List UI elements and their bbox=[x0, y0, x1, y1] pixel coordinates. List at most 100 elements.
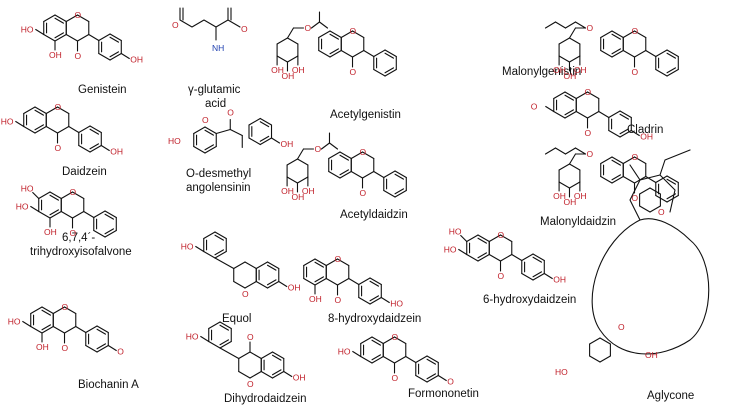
6hydroxy-structure: O O OH HO HO bbox=[444, 227, 566, 285]
atom-label: OH bbox=[574, 191, 587, 201]
atom-label: HO bbox=[8, 317, 21, 327]
atom-label: OH bbox=[553, 191, 566, 201]
atom-label: HO bbox=[181, 242, 194, 252]
atom-label: OH bbox=[130, 55, 143, 65]
atom-label: HO bbox=[168, 136, 181, 146]
formononetin-structure: O O O HO bbox=[338, 332, 455, 387]
atom-label: HO bbox=[21, 25, 34, 35]
atom-label: HO bbox=[186, 332, 199, 342]
atom-label: HO bbox=[555, 367, 568, 377]
atom-label: O bbox=[62, 302, 69, 312]
thio-structure: O O HO OH HO bbox=[16, 184, 117, 238]
label-genistein: Genistein bbox=[78, 84, 127, 96]
atom-label: O bbox=[632, 193, 639, 203]
label-formononetin: Formononetin bbox=[408, 388, 479, 400]
genistein-structure: O O OH HO OH bbox=[21, 10, 143, 65]
atom-label: OH bbox=[281, 71, 294, 81]
atom-label: O bbox=[392, 332, 399, 342]
atom-label: O bbox=[658, 207, 665, 217]
atom-label: O bbox=[586, 149, 593, 159]
atom-label: O bbox=[335, 254, 342, 264]
atom-label: O bbox=[498, 230, 505, 240]
atom-label: OH bbox=[553, 275, 566, 285]
atom-label: OH bbox=[281, 139, 294, 149]
atom-label: O bbox=[242, 289, 249, 299]
atom-label: HO bbox=[338, 347, 351, 357]
label-thio-1: 6,7,4´- bbox=[62, 232, 95, 244]
equol-structure: HO O OH bbox=[181, 231, 301, 299]
atom-label: OH bbox=[553, 65, 566, 75]
atom-label: O bbox=[447, 377, 454, 387]
label-acetylgenistin: Acetylgenistin bbox=[330, 109, 401, 121]
atom-label: OH bbox=[563, 197, 576, 207]
label-aglycone: Aglycone bbox=[647, 390, 694, 402]
atom-label: OH bbox=[302, 186, 315, 196]
atom-label: OH bbox=[49, 50, 62, 60]
atom-label: O bbox=[585, 128, 592, 138]
svg-text:O: O bbox=[241, 24, 248, 34]
atom-label: O bbox=[55, 102, 62, 112]
label-8hydroxy: 8-hydroxydaidzein bbox=[328, 313, 421, 325]
atom-label: O bbox=[75, 51, 82, 61]
atom-label: O bbox=[247, 379, 254, 389]
atom-label: OH bbox=[110, 147, 123, 157]
label-dihydrodaidzein: Dihydrodaidzein bbox=[224, 393, 306, 405]
atom-label: O bbox=[350, 26, 357, 36]
label-thio-2: trihydroxyisofalvone bbox=[30, 246, 132, 258]
atom-label: O bbox=[531, 102, 538, 112]
atom-label: O bbox=[70, 187, 77, 197]
atom-label: O bbox=[618, 322, 625, 332]
atom-label: HO bbox=[444, 245, 457, 255]
atom-label: O bbox=[117, 347, 124, 357]
atom-label: OH bbox=[36, 342, 49, 352]
atom-label: HO bbox=[449, 227, 462, 237]
atom-label: O bbox=[392, 373, 399, 383]
atom-label: O bbox=[498, 271, 505, 281]
atom-label: O bbox=[632, 67, 639, 77]
atom-label: O bbox=[75, 10, 82, 20]
atom-label: HO bbox=[16, 202, 29, 212]
atom-label: O bbox=[585, 87, 592, 97]
svg-text:NH: NH bbox=[212, 43, 224, 53]
atom-label: O bbox=[62, 343, 69, 353]
atom-label: O bbox=[632, 26, 639, 36]
atom-label: O bbox=[70, 228, 77, 238]
atom-label: OH bbox=[288, 283, 301, 293]
atom-label: O bbox=[247, 332, 254, 342]
atom-label: OH bbox=[292, 65, 305, 75]
label-glutamic-1: γ-glutamic bbox=[188, 84, 241, 96]
atom-label: OH bbox=[281, 186, 294, 196]
label-odma-1: O-desmethyl bbox=[186, 168, 251, 180]
label-odma-2: angolensinin bbox=[186, 182, 251, 194]
biochanin-structure: O O O HO OH bbox=[8, 302, 125, 357]
atom-label: OH bbox=[293, 373, 306, 383]
atom-label: O bbox=[55, 143, 62, 153]
glutamic-structure: O O NH bbox=[172, 7, 248, 53]
label-biochanin: Biochanin A bbox=[78, 379, 139, 391]
atom-label: OH bbox=[645, 350, 658, 360]
label-malonyldaidzin: Malonyldaidzin bbox=[540, 216, 616, 228]
atom-label: O bbox=[586, 23, 593, 33]
atom-label: HO bbox=[21, 184, 34, 194]
label-malonylgenistin: Malonylgenistin bbox=[502, 66, 581, 78]
atom-label: HO bbox=[1, 117, 14, 127]
label-daidzein: Daidzein bbox=[62, 166, 107, 178]
atom-label: HO bbox=[390, 299, 403, 309]
atom-label: O bbox=[350, 67, 357, 77]
atom-label: OH bbox=[44, 227, 57, 237]
atom-label: O bbox=[335, 295, 342, 305]
atom-label: OH bbox=[271, 65, 284, 75]
label-6hydroxy: 6-hydroxydaidzein bbox=[483, 294, 576, 306]
daidzein-structure: O O OH HO bbox=[1, 102, 123, 157]
dihydrodaidzein-structure: HO O O OH bbox=[186, 321, 306, 389]
label-glutamic-2: acid bbox=[205, 98, 226, 110]
atom-label: O bbox=[314, 144, 321, 154]
